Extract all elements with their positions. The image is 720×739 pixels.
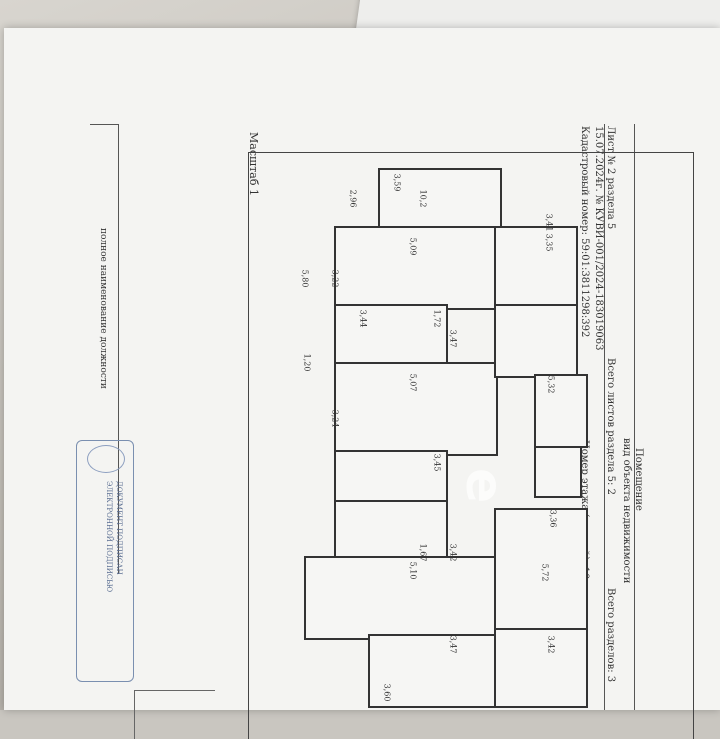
dim-label: 5,07 xyxy=(408,373,418,392)
stamp-title: ДОКУМЕНТ ПОДПИСАН xyxy=(115,481,123,575)
floor-plan: 3,59 2,96 10,2 5,09 3,22 5,80 3,44 1,72 … xyxy=(300,158,604,718)
room-10 xyxy=(494,304,578,378)
signature-line xyxy=(118,124,119,574)
dim-label: 3,59 xyxy=(392,173,402,192)
document-sheet: Лист № 2 раздела 5 15.07.2024г. № КУВИ-0… xyxy=(4,28,720,739)
elevator-room xyxy=(534,446,582,498)
dim-label: 5,09 xyxy=(408,237,418,256)
dim-label: 3,35 xyxy=(544,233,554,252)
stamp-subtitle: ЭЛЕКТРОННОЙ ПОДПИСЬЮ xyxy=(105,481,113,593)
dim-label: 3,36 xyxy=(548,509,558,528)
header-divider-2 xyxy=(604,124,605,710)
dim-label: 3,41 xyxy=(544,213,554,232)
plan-frame xyxy=(248,152,694,739)
dim-label: 3,44 xyxy=(358,309,368,328)
dim-label: 5,80 xyxy=(300,269,310,288)
dim-label: 3,60 xyxy=(382,683,392,702)
room-2 xyxy=(334,226,498,310)
watermark: e xyxy=(454,468,514,504)
signature-box-top xyxy=(90,124,118,125)
e-signature-stamp: ДОКУМЕНТ ПОДПИСАН ЭЛЕКТРОННОЙ ПОДПИСЬЮ xyxy=(76,440,134,682)
dim-label: 5,32 xyxy=(546,375,556,394)
document-box xyxy=(134,690,215,739)
dim-label: 3,47 xyxy=(448,635,458,654)
room-12 xyxy=(494,628,588,708)
dim-label: 5,72 xyxy=(540,563,550,582)
room-7 xyxy=(304,556,498,640)
dim-label: 10,2 xyxy=(418,189,428,208)
coat-of-arms-icon xyxy=(87,445,125,473)
dim-label: 1,20 xyxy=(302,353,312,372)
dim-label: 2,96 xyxy=(348,189,358,208)
dim-label: 3,22 xyxy=(330,269,340,288)
dim-label: 3,42 xyxy=(546,635,556,654)
header-divider xyxy=(634,124,635,710)
room-9 xyxy=(494,226,578,310)
room-3 xyxy=(334,304,448,368)
dim-label: 3,24 xyxy=(330,409,340,428)
stair-room xyxy=(534,374,588,448)
dim-label: 3,47 xyxy=(448,329,458,348)
dim-label: 1,72 xyxy=(432,309,442,328)
position-caption: полное наименование должности xyxy=(98,228,108,389)
dim-label: 5,10 xyxy=(408,561,418,580)
